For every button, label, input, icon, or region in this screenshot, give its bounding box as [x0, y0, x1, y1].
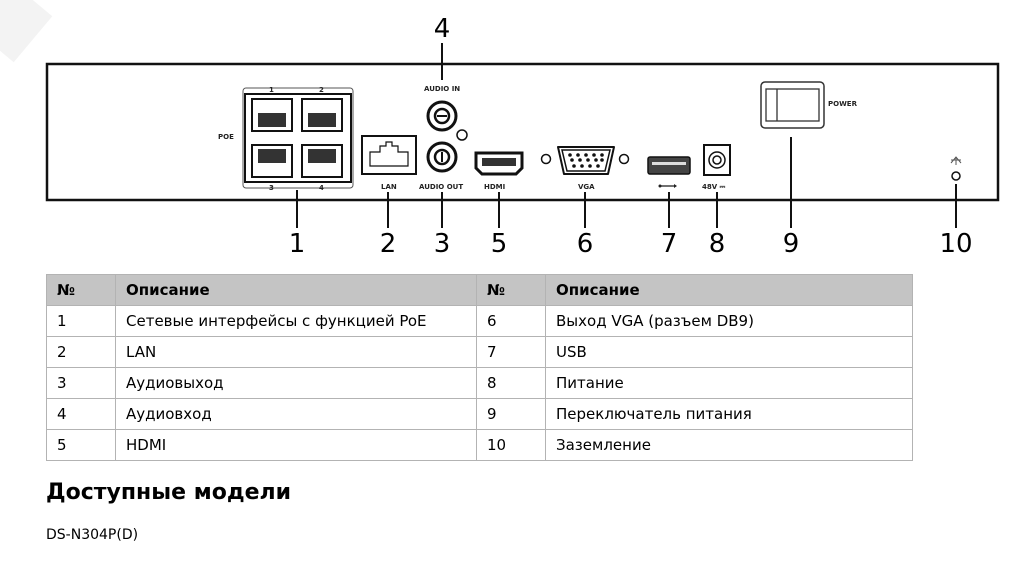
table-header-row: № Описание № Описание: [46, 274, 913, 306]
cell-number: 9: [476, 398, 546, 430]
header-number-left: №: [46, 274, 116, 306]
poe-port-4: [301, 144, 343, 178]
audio-out-label: AUDIO OUT: [419, 183, 463, 191]
table-row: 1 Сетевые интерфейсы с функцией PoE 6 Вы…: [46, 305, 913, 337]
table-row: 2 LAN 7 USB: [46, 336, 913, 368]
cell-description: Питание: [545, 367, 913, 399]
cell-description: Переключатель питания: [545, 398, 913, 430]
poe-ports: POE 1 2 3 4: [218, 86, 354, 192]
poe-port-number-1: 1: [269, 86, 274, 94]
callout-7: 7: [661, 229, 678, 259]
cell-description: Сетевые интерфейсы с функцией PoE: [115, 305, 477, 337]
leader-lines: [296, 43, 957, 228]
power-switch: POWER: [760, 81, 858, 129]
vga-port: VGA: [540, 146, 630, 191]
cell-description: USB: [545, 336, 913, 368]
table-row: 4 Аудиовход 9 Переключатель питания: [46, 398, 913, 430]
callout-1: 1: [289, 229, 306, 259]
cell-number: 10: [476, 429, 546, 461]
callout-4: 4: [434, 14, 451, 44]
audio-in-label: AUDIO IN: [424, 85, 460, 93]
poe-port-number-3: 3: [269, 184, 274, 192]
audio-ports: AUDIO IN AUDIO OUT: [419, 85, 468, 191]
poe-port-1: [251, 98, 293, 132]
table-row: 5 HDMI 10 Заземление: [46, 429, 913, 461]
cell-number: 5: [46, 429, 116, 461]
callout-3: 3: [434, 229, 451, 259]
cell-description: Выход VGA (разъем DB9): [545, 305, 913, 337]
cell-number: 3: [46, 367, 116, 399]
ground-terminal: [950, 156, 962, 181]
section-heading: Доступные модели: [46, 480, 292, 505]
hdmi-port: HDMI: [474, 151, 524, 191]
model-name: DS-N304P(D): [46, 527, 139, 543]
poe-port-2: [301, 98, 343, 132]
callout-10: 10: [939, 229, 972, 259]
cell-number: 4: [46, 398, 116, 430]
header-description-right: Описание: [545, 274, 913, 306]
cell-number: 7: [476, 336, 546, 368]
callout-9: 9: [783, 229, 800, 259]
usb-icon: [658, 184, 677, 188]
chassis-outline: [45, 62, 1000, 202]
poe-port-3: [251, 144, 293, 178]
cell-number: 2: [46, 336, 116, 368]
cell-number: 6: [476, 305, 546, 337]
dc-power-port: 48V ⎓: [702, 144, 731, 191]
cell-number: 8: [476, 367, 546, 399]
callout-8: 8: [709, 229, 726, 259]
callout-5: 5: [491, 229, 508, 259]
header-description-left: Описание: [115, 274, 477, 306]
poe-label: POE: [218, 133, 234, 141]
ground-icon: [950, 156, 962, 165]
cell-description: Аудиовыход: [115, 367, 477, 399]
usb-port: [647, 156, 691, 188]
callout-2: 2: [380, 229, 397, 259]
power-switch-label: POWER: [828, 100, 858, 108]
poe-port-number-2: 2: [319, 86, 324, 94]
lan-label: LAN: [381, 183, 397, 191]
cell-description: LAN: [115, 336, 477, 368]
lan-port: LAN: [361, 135, 417, 191]
connector-table: № Описание № Описание 1 Сетевые интерфей…: [46, 274, 913, 461]
hdmi-label: HDMI: [484, 183, 505, 191]
cell-description: HDMI: [115, 429, 477, 461]
cell-description: Заземление: [545, 429, 913, 461]
cell-number: 1: [46, 305, 116, 337]
table-row: 3 Аудиовыход 8 Питание: [46, 367, 913, 399]
callout-6: 6: [577, 229, 594, 259]
poe-port-number-4: 4: [319, 184, 324, 192]
rear-panel-diagram: POE 1 2 3 4 LAN AUDIO IN: [45, 14, 1000, 259]
power-dc-label: 48V ⎓: [702, 183, 726, 191]
cell-description: Аудиовход: [115, 398, 477, 430]
vga-label: VGA: [578, 183, 595, 191]
header-number-right: №: [476, 274, 546, 306]
